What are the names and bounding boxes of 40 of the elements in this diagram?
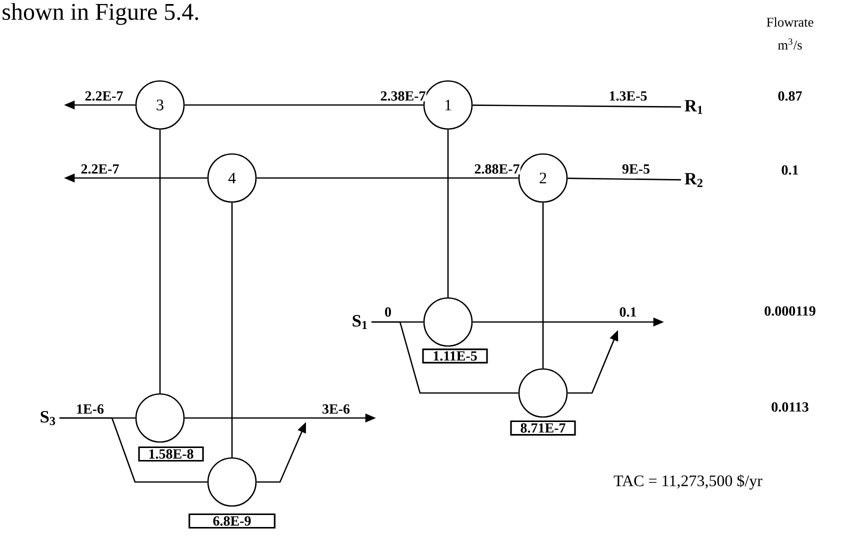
value-box: 1.11E-5 xyxy=(422,348,488,364)
stream-line xyxy=(372,321,518,394)
unit-label: m$^{3}$/s xyxy=(778,38,802,50)
edge-label: 2.2E-7 xyxy=(84,90,124,102)
stream-line xyxy=(542,202,544,368)
edge-label: 3E-6 xyxy=(321,404,351,414)
exchanger-circle xyxy=(423,297,473,347)
edge-label: 0.1 xyxy=(618,306,638,318)
column-heading: Flowrate xyxy=(766,17,814,27)
stream-line xyxy=(231,202,233,458)
cost-label: TAC = 11,273,500 $/yr xyxy=(614,474,762,490)
edge-label: 2.2E-7 xyxy=(80,164,120,174)
flowrate-value: 0.87 xyxy=(778,91,802,101)
stream-line xyxy=(184,104,424,106)
stream-label: S$_{1}$ xyxy=(352,315,367,329)
edge-label: 2.88E-7 xyxy=(474,164,520,174)
stream-line xyxy=(472,104,682,108)
exchanger-circle xyxy=(135,393,185,443)
exchanger-circle xyxy=(207,457,257,507)
stream-line xyxy=(447,130,449,298)
value-box: 8.71E-7 xyxy=(510,420,576,436)
flowrate-value: 0.0113 xyxy=(772,402,808,412)
flowrate-value: 0.1 xyxy=(782,165,798,175)
stream-line xyxy=(159,130,161,394)
exchanger-circle xyxy=(518,368,568,418)
edge-label: 2.38E-7 xyxy=(380,90,426,102)
stream-label: R$_{2}$ xyxy=(684,173,702,187)
stream-label: R$_{1}$ xyxy=(684,100,702,114)
value-box: 1.58E-8 xyxy=(138,446,204,462)
value-box: 6.8E-9 xyxy=(188,513,276,529)
stream-label: S$_{3}$ xyxy=(40,410,56,426)
stream-line xyxy=(568,178,682,180)
edge-label: 1.3E-5 xyxy=(608,90,648,102)
stream-line xyxy=(256,177,518,179)
flowrate-value: 0.000119 xyxy=(764,306,816,316)
stream-line xyxy=(60,417,208,483)
edge-label: 0 xyxy=(384,306,392,318)
page-text: shown in Figure 5.4. xyxy=(2,3,198,25)
edge-label: 9E-5 xyxy=(621,164,651,174)
edge-label: 1E-6 xyxy=(75,404,105,414)
